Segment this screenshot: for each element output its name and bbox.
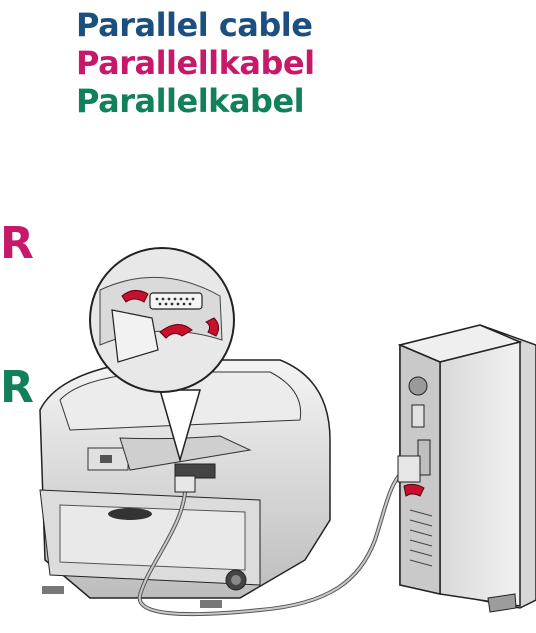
heading-dutch: Parallelkabel bbox=[76, 82, 305, 120]
heading-group: Parallel cable Parallellkabel Parallelka… bbox=[76, 6, 315, 120]
zoom-detail-parallel-port bbox=[89, 247, 235, 463]
computer-tower bbox=[397, 324, 536, 613]
side-glyph-green: R bbox=[0, 362, 34, 413]
parallel-cable bbox=[137, 455, 425, 617]
heading-german: Parallellkabel bbox=[76, 44, 315, 82]
side-glyph-pink: R bbox=[0, 218, 34, 269]
heading-english: Parallel cable bbox=[76, 6, 313, 44]
